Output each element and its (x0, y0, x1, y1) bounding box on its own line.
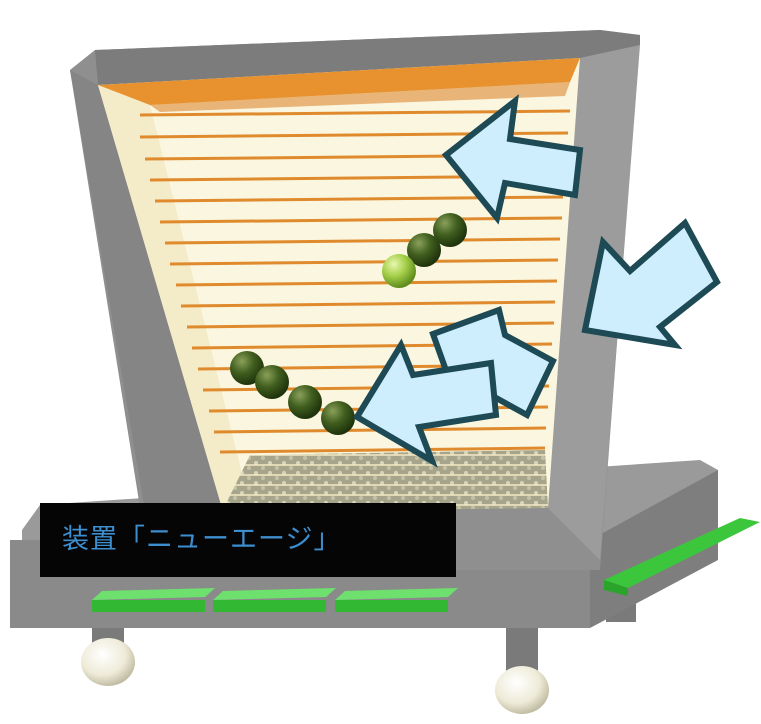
ball-icon (321, 401, 355, 435)
arrow-icon (581, 218, 721, 350)
pad-icon (335, 588, 458, 612)
ball-icon (288, 385, 322, 419)
ball-icon (407, 233, 441, 267)
ball-icon (433, 213, 467, 247)
arrow-icon (441, 94, 584, 225)
figure-caption: 装置「ニューエージ」 (40, 503, 456, 577)
box-left-frame (70, 70, 222, 540)
top-panel-shade (150, 82, 570, 112)
ball-icon (255, 365, 289, 399)
chamber-left-wall (98, 85, 250, 508)
pad-icon (92, 588, 215, 612)
top-panel (98, 58, 580, 105)
wheel-icon (495, 666, 549, 714)
arrow-icon (352, 338, 500, 468)
mesh-floor (222, 450, 548, 512)
leg-right (506, 620, 538, 675)
pad-icon (604, 518, 760, 596)
ball-icon (230, 351, 264, 385)
wheel-icon (81, 638, 135, 686)
ball-icon (382, 254, 416, 288)
box-top-rim (95, 30, 640, 85)
pad-icon (213, 588, 336, 612)
